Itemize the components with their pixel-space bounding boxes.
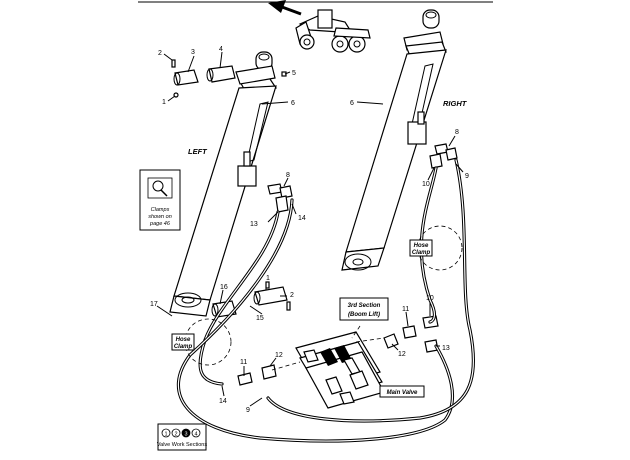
hose-clamp-right-bottom: Clamp (412, 250, 431, 256)
dash-leader-1 (271, 361, 301, 371)
callout-11-valve: 11 (240, 359, 247, 366)
left-pin-assembly (171, 59, 287, 98)
right-cylinder (341, 9, 447, 271)
callout-6-right: 6 (350, 100, 354, 107)
callout-4: 4 (219, 46, 223, 53)
valve-sections-caption: Valve Work Sections (157, 442, 207, 448)
hose-clamp-box-right (409, 239, 433, 257)
hose-clamp-circle-right (417, 225, 463, 271)
hose-clamp-right-top: Hose (414, 243, 429, 249)
callout-9-bottom: 9 (246, 407, 250, 414)
valve-section-2-label: 2 (174, 432, 177, 438)
callout-6-left: 6 (291, 100, 295, 107)
callout-2-pin: 2 (158, 50, 162, 57)
valve-section-1-label: 1 (164, 432, 167, 438)
clamps-note-line3: page 46 (149, 221, 171, 227)
callout-leaders (156, 51, 464, 407)
callout-17: 17 (150, 301, 158, 308)
callout-1-pin: 1 (162, 99, 166, 106)
valve-section-4 (191, 428, 201, 438)
left-cylinder (169, 51, 277, 317)
magnifier-clamp-icon (147, 177, 173, 199)
third-section-line2: (Boom Lift) (348, 312, 380, 318)
callout-1-lower: 1 (266, 275, 270, 282)
main-valve-box (379, 385, 425, 398)
callout-11-right: 11 (402, 306, 409, 313)
callout-13-left: 13 (250, 221, 258, 228)
callout-14-bottom: 14 (219, 398, 227, 405)
valve-section-4-label: 4 (194, 432, 197, 438)
callout-3: 3 (191, 49, 195, 56)
third-section-line1: 3rd Section (348, 303, 381, 309)
main-valve-icon (295, 331, 385, 409)
callout-8-left: 8 (286, 172, 290, 179)
valve-section-1 (161, 428, 171, 438)
hoses (176, 158, 476, 443)
dash-leader-2 (355, 337, 385, 343)
callout-16: 16 (220, 284, 228, 291)
clamps-note-line2: shown on (148, 214, 172, 220)
left-side-label: LEFT (188, 147, 208, 156)
third-section-box (339, 297, 389, 321)
callout-10-bottom: 10 (426, 295, 434, 302)
callout-10-right: 10 (422, 181, 430, 188)
dash-leader-3 (351, 325, 361, 339)
hose-clamp-left-bottom: Clamp (174, 344, 193, 350)
hose-clamp-box-left (171, 333, 195, 351)
callout-2-lower: 2 (290, 292, 294, 299)
callout-12-right: 12 (398, 351, 406, 358)
hose-clamp-left-top: Hose (176, 337, 191, 343)
callout-14-left: 14 (298, 215, 306, 222)
valve-section-2 (171, 428, 181, 438)
right-side-label: RIGHT (443, 99, 468, 108)
callout-8-right: 8 (455, 129, 459, 136)
telehandler-icon (295, 9, 371, 53)
callout-12-valve: 12 (275, 352, 283, 359)
valve-section-markers: 1 2 3 4 (161, 428, 201, 438)
clamps-note-line1: Clamps (151, 207, 170, 213)
direction-arrow-icon (268, 0, 302, 16)
callout-15: 15 (256, 315, 264, 322)
callout-13-right: 13 (442, 345, 450, 352)
valve-section-3-label: 3 (184, 432, 187, 438)
valve-section-3 (181, 428, 191, 438)
main-valve-label: Main Valve (387, 390, 418, 396)
callout-9-right: 9 (465, 173, 469, 180)
callout-5: 5 (292, 70, 296, 77)
